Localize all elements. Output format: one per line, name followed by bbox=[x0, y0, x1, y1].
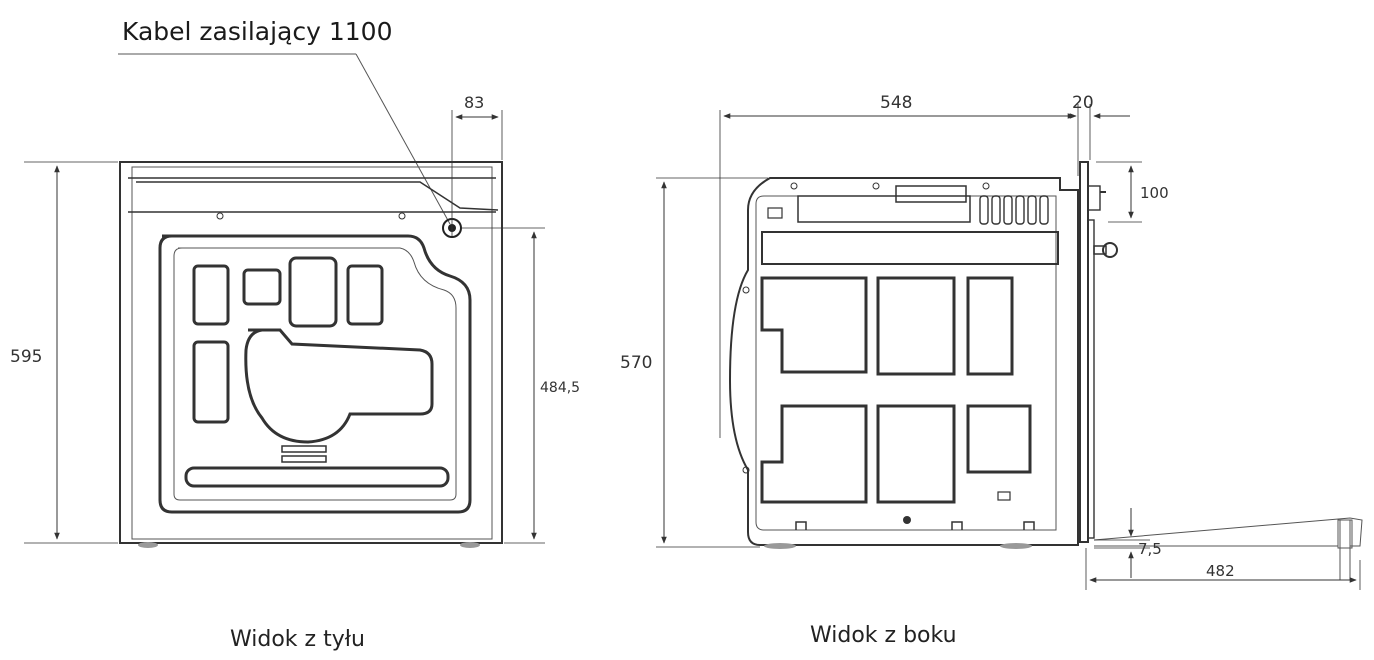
side-view: 548 20 100 570 7,5 482 Widok z boku bbox=[620, 93, 1363, 648]
rear-housing-inner bbox=[131, 166, 493, 540]
power-cable-label: Kabel zasilający 1100 bbox=[122, 17, 392, 46]
dim-548: 548 bbox=[880, 93, 912, 113]
dim-482: 482 bbox=[1206, 562, 1235, 580]
dim-484-5: 484,5 bbox=[540, 380, 580, 396]
side-vent-fins bbox=[979, 195, 1049, 225]
dim-7-5: 7,5 bbox=[1138, 540, 1162, 558]
rear-housing bbox=[119, 161, 503, 544]
dim-595: 595 bbox=[10, 347, 42, 367]
front-door bbox=[1079, 161, 1118, 543]
side-view-caption: Widok z boku bbox=[810, 623, 957, 648]
rear-panel bbox=[158, 234, 472, 514]
rear-central-panel bbox=[244, 328, 434, 444]
dim-100: 100 bbox=[1140, 184, 1169, 202]
rear-view-caption: Widok z tyłu bbox=[230, 627, 365, 652]
dim-570: 570 bbox=[620, 353, 652, 373]
rear-view: Kabel zasilający 1100 bbox=[10, 17, 580, 652]
dim-20: 20 bbox=[1072, 93, 1094, 113]
dim-83: 83 bbox=[464, 93, 484, 112]
callout-leader bbox=[355, 53, 451, 225]
side-housing bbox=[728, 177, 1079, 546]
